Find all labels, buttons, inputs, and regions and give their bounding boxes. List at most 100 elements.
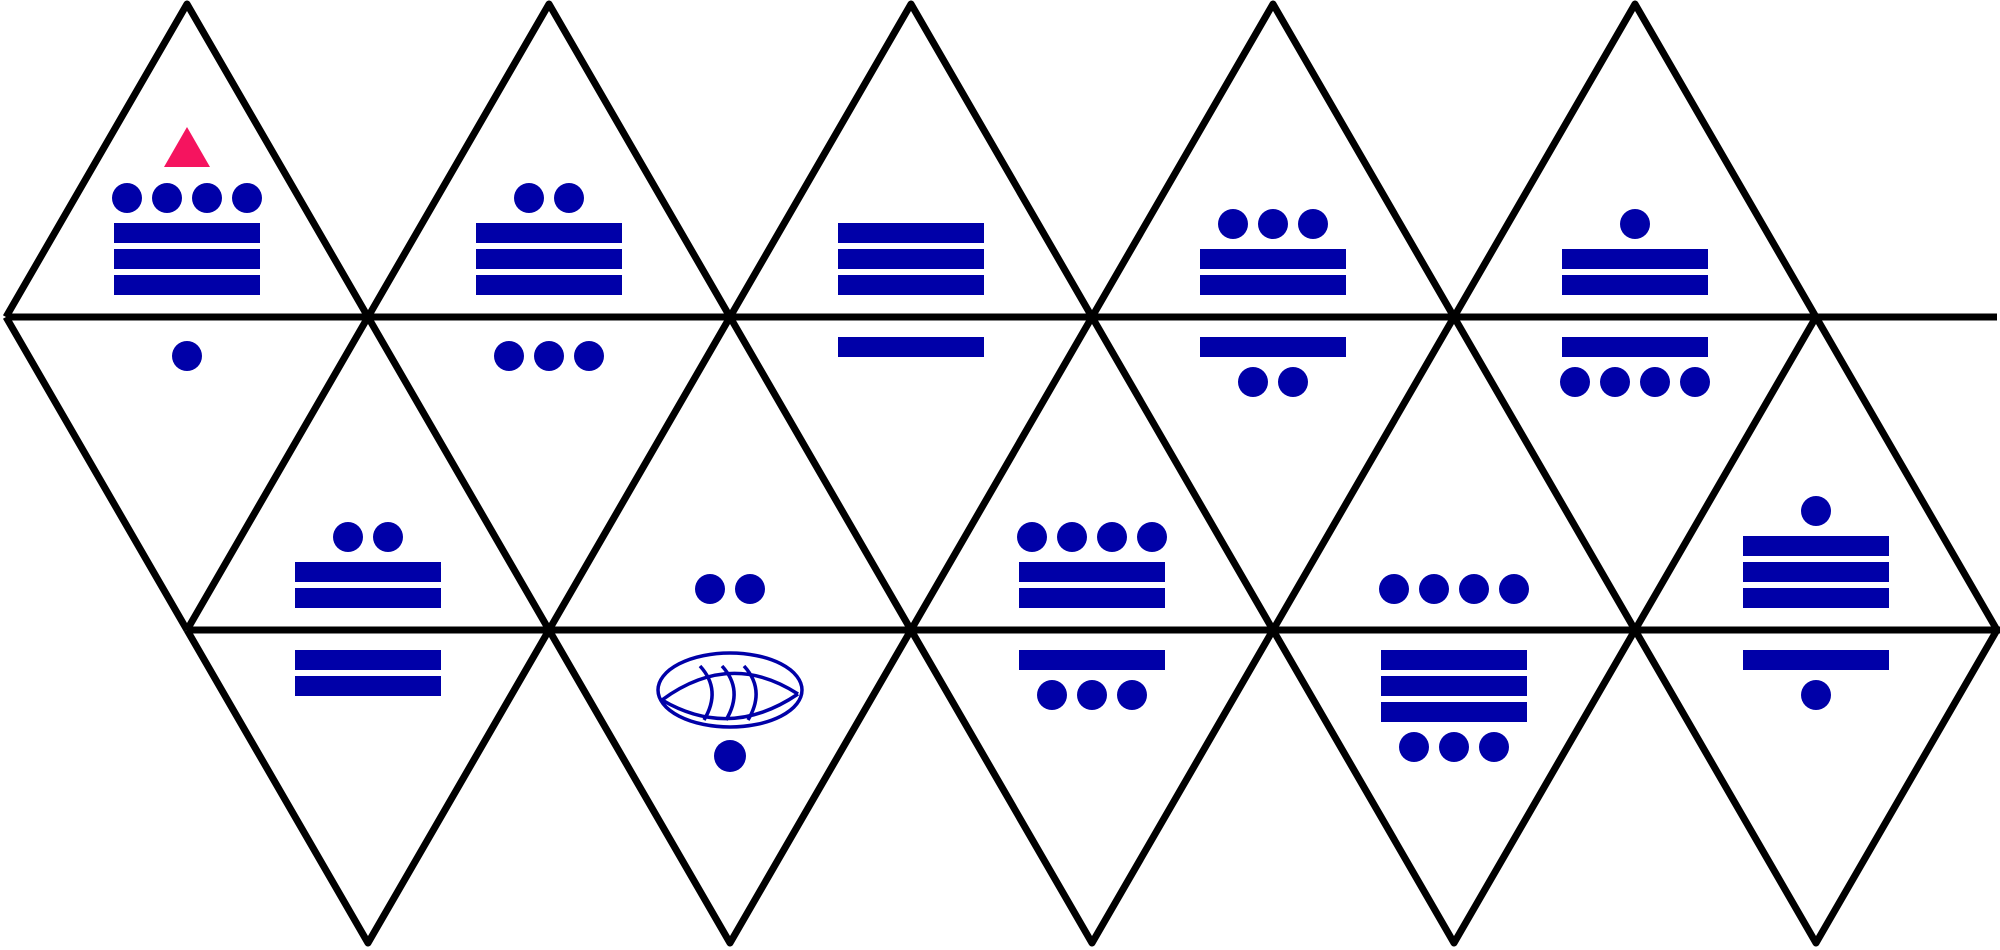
numeral-dot [1037, 680, 1067, 710]
numeral-bar [1200, 337, 1346, 357]
face-b3-numeral [1019, 650, 1165, 710]
numeral-dot [554, 183, 584, 213]
numeral-dot [1258, 209, 1288, 239]
numeral-dot [514, 183, 544, 213]
numeral-dot [695, 574, 725, 604]
numeral-dot [534, 341, 564, 371]
face-t4-numeral [1200, 209, 1346, 295]
numeral-dot [1801, 496, 1831, 526]
numeral-bar [295, 676, 441, 696]
numeral-bar [1019, 562, 1165, 582]
numeral-bar [1743, 588, 1889, 608]
bottom-triangle-edge [1269, 628, 1639, 947]
face-m1-numeral [172, 341, 202, 371]
numeral-dot [1097, 522, 1127, 552]
numeral-bar [476, 223, 622, 243]
numeral-bar [476, 275, 622, 295]
numeral-dot [1560, 367, 1590, 397]
numeral-dot [1459, 574, 1489, 604]
numeral-bar [1743, 536, 1889, 556]
middle-diagonal-down [1812, 315, 2000, 632]
numeral-bar [838, 223, 984, 243]
numeral-bar [295, 562, 441, 582]
bottom-triangle-edge [907, 628, 1277, 947]
numeral-dot [152, 183, 182, 213]
numeral-bar [1381, 702, 1527, 722]
middle-diagonal-up [183, 315, 372, 632]
face-u5-numeral [1743, 496, 1889, 608]
numeral-dot [1238, 367, 1268, 397]
numeral-bar [295, 588, 441, 608]
face-m4-numeral [1200, 337, 1346, 397]
face-b2-numeral [656, 651, 804, 772]
middle-diagonal-down [2, 315, 191, 632]
middle-diagonal-down [364, 315, 553, 632]
top-triangle-edge [1450, 0, 1820, 319]
shell-segment-line [720, 664, 736, 721]
numeral-bar [1200, 249, 1346, 269]
face-m5-numeral [1560, 337, 1710, 397]
numeral-dot [1439, 732, 1469, 762]
numeral-dot [1419, 574, 1449, 604]
numeral-dot [1640, 367, 1670, 397]
face-b1-numeral [295, 650, 441, 696]
numeral-bar [1019, 588, 1165, 608]
top-triangle-edge [2, 0, 372, 319]
face-u4-numeral [1379, 574, 1529, 604]
top-triangle-edge [364, 0, 734, 319]
middle-diagonal-down [1450, 315, 1639, 632]
numeral-dot [112, 183, 142, 213]
numeral-bar [295, 650, 441, 670]
numeral-dot [1057, 522, 1087, 552]
face-m2-numeral [494, 341, 604, 371]
numeral-bar [1743, 562, 1889, 582]
numeral-dot [1399, 732, 1429, 762]
numeral-bar [1200, 275, 1346, 295]
middle-diagonal-up [545, 315, 734, 632]
numeral-dot [1278, 367, 1308, 397]
face-b4-numeral [1381, 650, 1527, 762]
shell-inner-curve [660, 671, 799, 702]
face-u2-numeral [695, 574, 765, 604]
middle-diagonal-up [1631, 315, 1820, 632]
numeral-dot [1077, 680, 1107, 710]
numeral-bar [114, 249, 260, 269]
numeral-bar [1743, 650, 1889, 670]
numeral-dot [1379, 574, 1409, 604]
numeral-dot [1600, 367, 1630, 397]
numeral-bar [1562, 249, 1708, 269]
face-b5-numeral [1743, 650, 1889, 710]
numeral-dot [232, 183, 262, 213]
shell-zero-glyph [656, 651, 804, 729]
numeral-dot [1017, 522, 1047, 552]
numeral-dot [714, 740, 746, 772]
numeral-bar [1562, 337, 1708, 357]
bottom-triangle-edge [1631, 628, 2000, 947]
shell-lower-curve [661, 692, 799, 721]
middle-diagonal-up [1269, 315, 1458, 632]
numeral-bar [114, 275, 260, 295]
bottom-triangle-edge [545, 628, 915, 947]
numeral-dot [1298, 209, 1328, 239]
top-triangle-edge [726, 0, 1096, 319]
numeral-bar [1019, 650, 1165, 670]
numeral-dot [1479, 732, 1509, 762]
face-t3-numeral [838, 223, 984, 295]
numeral-dot [373, 522, 403, 552]
start-marker-triangle [164, 127, 210, 167]
numeral-bar [476, 249, 622, 269]
numeral-dot [574, 341, 604, 371]
face-m3-numeral [838, 337, 984, 357]
numeral-bar [1381, 676, 1527, 696]
shell-outline [656, 651, 804, 729]
numeral-dot [1499, 574, 1529, 604]
numeral-dot [1801, 680, 1831, 710]
numeral-bar [1381, 650, 1527, 670]
numeral-dot [192, 183, 222, 213]
middle-diagonal-up [907, 315, 1096, 632]
face-t5-numeral [1562, 209, 1708, 295]
face-u1-numeral [295, 522, 441, 608]
middle-diagonal-down [1088, 315, 1277, 632]
numeral-dot [1680, 367, 1710, 397]
